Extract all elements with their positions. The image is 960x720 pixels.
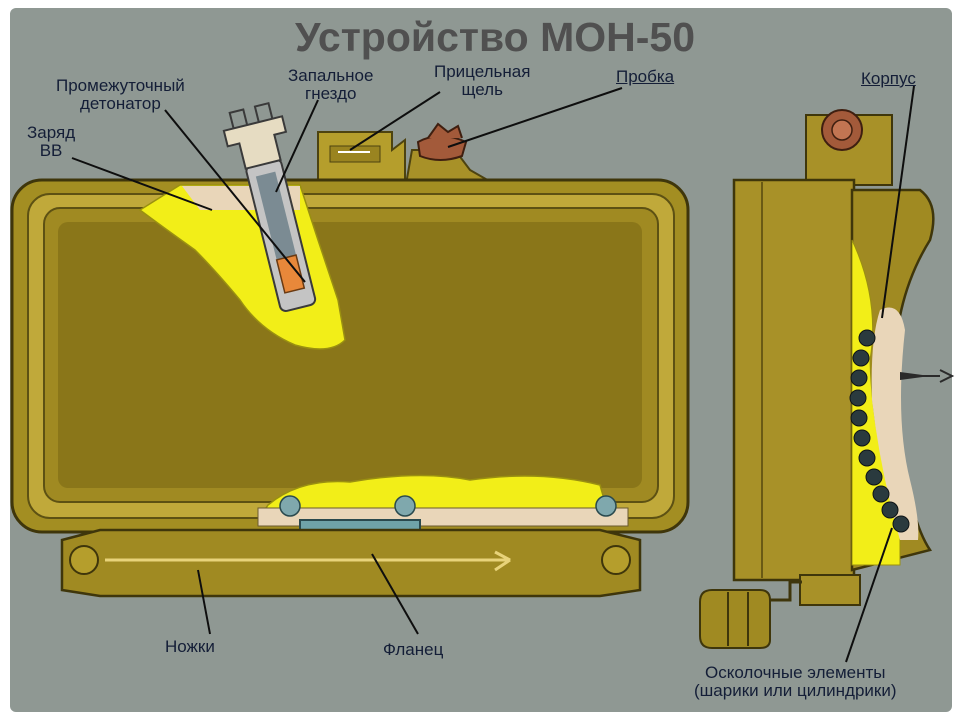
label-line: Прицельная xyxy=(434,62,531,81)
fragment-ball xyxy=(872,485,890,503)
label-fuse-socket: Запальное гнездо xyxy=(288,67,373,103)
plug-head xyxy=(427,122,463,139)
flange-screw xyxy=(595,495,617,517)
leader-sight-slit xyxy=(349,91,441,151)
label-charge: Заряд ВВ xyxy=(27,124,75,160)
label-legs: Ножки xyxy=(165,637,215,656)
leader-legs xyxy=(197,569,211,635)
fragment-ball xyxy=(865,468,883,486)
casing-cavity xyxy=(58,222,642,488)
direction-arrow-head xyxy=(900,372,930,380)
flange-screw xyxy=(279,495,301,517)
leader-lines xyxy=(71,85,915,663)
label-line: щель xyxy=(461,80,503,99)
label-line: детонатор xyxy=(79,94,161,113)
fragment-ball xyxy=(853,429,871,447)
leg-pivot-right xyxy=(601,545,631,575)
fragment-ball xyxy=(852,349,870,367)
leader-flange xyxy=(371,553,419,635)
fragment-ball xyxy=(858,329,876,347)
page-title: Устройство МОН-50 xyxy=(295,14,695,60)
leader-fuse-socket xyxy=(275,99,319,193)
fragment-ball xyxy=(850,369,868,387)
side-plug-center xyxy=(831,119,853,141)
label-sight-slit: Прицельная щель xyxy=(434,63,530,99)
label-line: гнездо xyxy=(305,84,357,103)
label-line: Осколочные элементы xyxy=(705,663,886,682)
leader-intermediate-detonator xyxy=(164,109,306,283)
leader-charge xyxy=(71,157,213,211)
fuse-socket-prongs xyxy=(228,101,274,129)
intermediate-detonator xyxy=(275,254,306,294)
plug xyxy=(416,135,468,161)
side-fuse-connector xyxy=(699,589,771,649)
label-fragments: Осколочные элементы (шарики или цилиндри… xyxy=(694,664,897,700)
fragments-column xyxy=(849,329,910,533)
sight-slit-window xyxy=(329,145,381,163)
label-line: (шарики или цилиндрики) xyxy=(694,681,897,700)
side-liner xyxy=(871,307,919,540)
side-view xyxy=(699,109,955,649)
front-view xyxy=(10,101,690,598)
legs-frame xyxy=(60,528,642,598)
side-bottom-bracket xyxy=(799,574,861,606)
connector-arm xyxy=(770,580,802,602)
label-line: Промежуточный xyxy=(56,76,185,95)
label-line: Запальное xyxy=(288,66,374,85)
fragment-ball xyxy=(892,515,910,533)
label-body: Корпус xyxy=(861,69,916,88)
fragment-ball xyxy=(849,389,867,407)
side-body xyxy=(732,178,856,582)
label-flange: Фланец xyxy=(383,640,444,659)
flange-screw xyxy=(394,495,416,517)
leader-plug xyxy=(447,87,623,148)
fragment-ball xyxy=(850,409,868,427)
leader-body xyxy=(881,85,915,319)
fragment-ball xyxy=(858,449,876,467)
label-intermediate-detonator: Промежуточный детонатор xyxy=(56,77,185,113)
label-line: ВВ xyxy=(39,141,63,160)
leg-pivot-left xyxy=(69,545,99,575)
label-line: Заряд xyxy=(27,123,76,142)
fuse-socket-cap xyxy=(222,115,288,170)
fragment-ball xyxy=(881,501,899,519)
label-plug: Пробка xyxy=(616,67,675,86)
leader-fragments xyxy=(845,527,893,663)
legs-hinge xyxy=(105,550,511,572)
